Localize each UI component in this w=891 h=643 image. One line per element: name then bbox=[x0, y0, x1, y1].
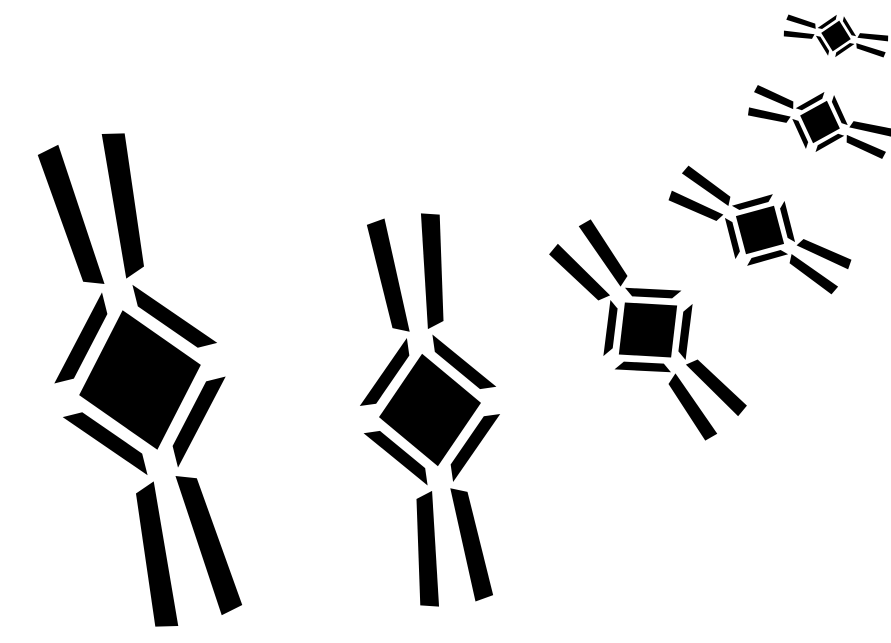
antibody-icon bbox=[0, 119, 282, 641]
antibody-icon bbox=[658, 149, 862, 311]
antibody-icon bbox=[780, 4, 891, 68]
antibody-icon bbox=[334, 206, 526, 614]
antibody-icon bbox=[742, 71, 891, 173]
